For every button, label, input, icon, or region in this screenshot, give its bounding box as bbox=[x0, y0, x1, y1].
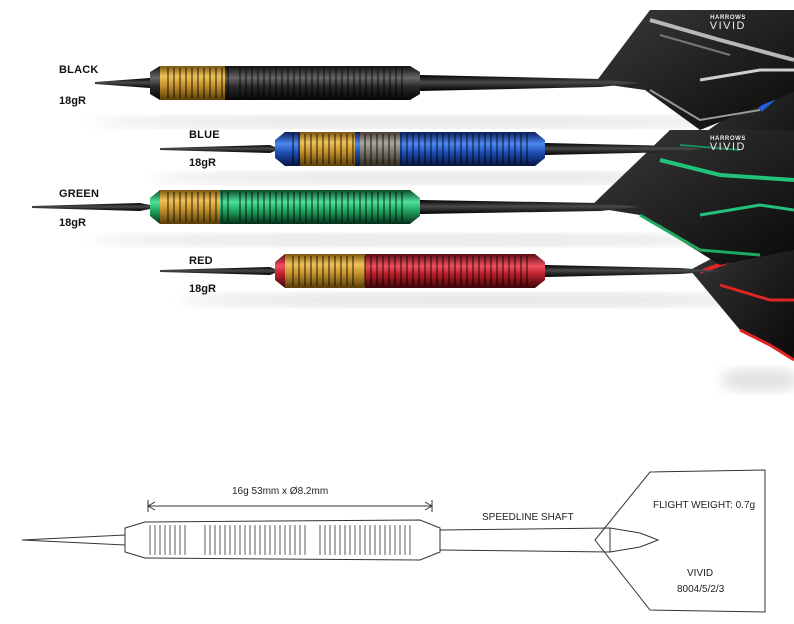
flight-black bbox=[595, 10, 794, 130]
dart-weight-black: 18gR bbox=[59, 95, 86, 107]
flight-code-label: 8004/5/2/3 bbox=[677, 584, 725, 595]
diagram-point bbox=[21, 534, 126, 546]
brand-line2: VIVID bbox=[709, 141, 746, 153]
shaft-label: SPEEDLINE SHAFT bbox=[482, 512, 574, 523]
diagram-grooves bbox=[149, 525, 411, 555]
dart-label-black: BLACK bbox=[59, 64, 99, 76]
flight-weight-label: FLIGHT WEIGHT: 0.7g bbox=[653, 500, 756, 511]
dart-weight-red: 18gR bbox=[189, 283, 216, 295]
dart-weight-blue: 18gR bbox=[189, 157, 216, 169]
diagram-flight bbox=[594, 469, 766, 613]
flight-green bbox=[590, 130, 794, 265]
brand-line1: HARROWS bbox=[710, 15, 746, 21]
dart-weight-green: 18gR bbox=[59, 217, 86, 229]
dart-label-blue: BLUE bbox=[189, 129, 220, 141]
dart-green bbox=[32, 190, 640, 224]
diagram-barrel bbox=[124, 519, 441, 561]
brand-line2: VIVID bbox=[709, 20, 746, 32]
flight-brand-black: HARROWS VIVID bbox=[700, 15, 746, 32]
dart-label-red: RED bbox=[189, 255, 213, 267]
dart-label-green: GREEN bbox=[59, 188, 100, 200]
barrel-dimensions: 16g 53mm x Ø8.2mm bbox=[232, 486, 329, 497]
dart-blue bbox=[160, 132, 700, 166]
barrel-grooves bbox=[167, 68, 528, 286]
drop-shadow bbox=[90, 116, 794, 392]
flight-name-label: VIVID bbox=[687, 568, 714, 579]
diagram-shaft bbox=[439, 527, 660, 553]
brand-line1: HARROWS bbox=[710, 136, 746, 142]
dart-red bbox=[160, 254, 720, 288]
flight-brand-green: HARROWS VIVID bbox=[700, 136, 746, 153]
dart-black bbox=[95, 66, 640, 100]
technical-diagram bbox=[21, 469, 766, 613]
